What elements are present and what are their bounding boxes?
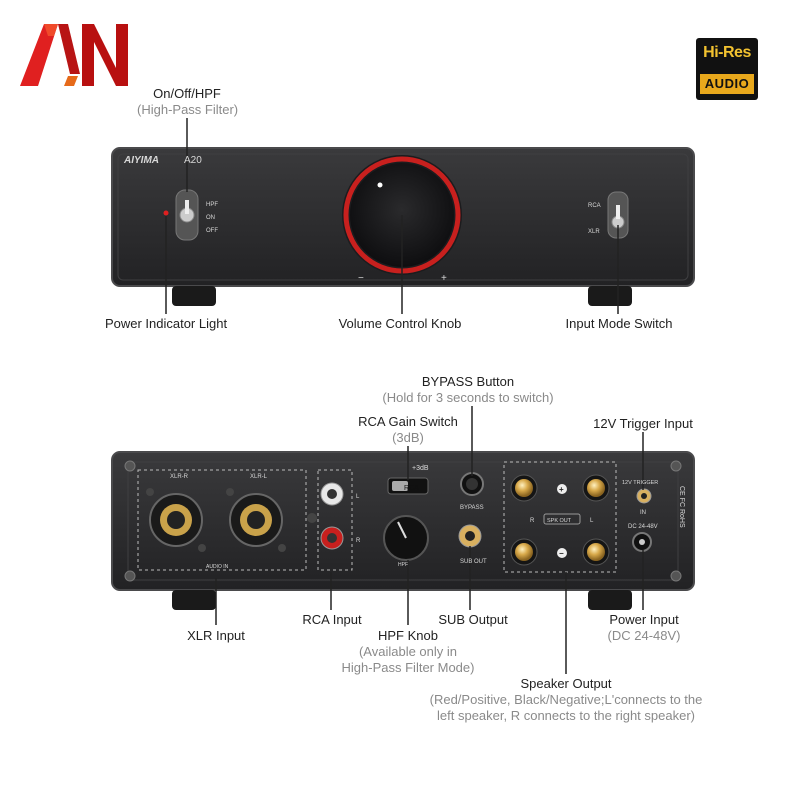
callout-sub-output-title: SUB Output [438,612,508,627]
callout-hpf-knob: HPF Knob (Available only in High-Pass Fi… [330,628,486,676]
trigger-jack[interactable] [636,488,652,504]
callout-bypass-sub: (Hold for 3 seconds to switch) [382,390,554,405]
callout-on-off-hpf-title: On/Off/HPF [153,86,221,101]
volume-control-knob[interactable] [350,163,454,267]
volume-minus-mark: − [358,273,364,284]
hpf-label: HPF [206,202,218,208]
back-panel [111,451,695,610]
on-label: ON [206,215,215,221]
off-label: OFF [206,228,218,234]
callout-power-input-title: Power Input [609,612,679,627]
callout-rca-input-title: RCA Input [302,612,362,627]
hi-res-audio-badge: Hi-Res AUDIO [696,38,758,100]
callout-speaker-output-title: Speaker Output [520,676,612,691]
spk-plus-mark: + [559,485,564,494]
trigger-panel-label: 12V TRIGGER [622,480,658,486]
cert-marks: CE FC RoHS [678,486,685,528]
callout-speaker-output-sub1: (Red/Positive, Black/Negative;L'connects… [429,692,703,707]
brand-text: AIYIMA [123,155,159,166]
callout-xlr-input-title: XLR Input [187,628,245,643]
gain-plus3db-label: +3dB [412,465,429,472]
rca-r-label: R [356,538,361,544]
speaker-post-r-negative[interactable] [510,538,538,566]
rca-l-label: L [356,494,360,500]
callout-input-mode-title: Input Mode Switch [565,316,673,331]
rca-jack-right[interactable] [320,526,344,550]
back-foot-left [172,590,216,610]
sub-out-panel-label: SUB OUT [460,559,487,565]
callout-on-off-hpf: On/Off/HPF (High-Pass Filter) [137,86,239,118]
callout-power-light: Power Indicator Light [96,316,236,332]
spk-r-label: R [530,518,535,524]
callout-bypass: BYPASS Button (Hold for 3 seconds to swi… [368,374,568,406]
rca-mode-label: RCA [588,203,601,209]
callout-rca-gain-sub: (3dB) [392,430,424,445]
input-mode-toggle-switch[interactable] [607,191,629,239]
callout-on-off-hpf-sub: (High-Pass Filter) [137,102,239,117]
callout-speaker-output-sub2: left speaker, R connects to the right sp… [437,708,695,723]
hpf-knob-panel-label: HPF [398,562,408,568]
power-indicator-led [163,210,169,216]
front-foot-left [172,286,216,306]
spk-out-label: SPK OUT [547,518,572,524]
trigger-in-label: IN [640,510,646,516]
callout-xlr-input: XLR Input [176,628,256,644]
callout-input-mode: Input Mode Switch [554,316,684,332]
callout-volume-knob: Volume Control Knob [330,316,470,332]
audio-in-label: AUDIO IN [206,564,229,570]
badge-top-text: Hi-Res [703,44,751,61]
volume-knob-bezel [342,155,462,275]
speaker-post-r-positive[interactable] [510,474,538,502]
dc-panel-label: DC 24-48V [628,524,658,530]
an-logo [20,24,128,86]
callout-rca-input: RCA Input [292,612,372,628]
volume-plus-mark: + [441,273,447,284]
spk-l-label: L [590,518,594,524]
callout-power-input-sub: (DC 24-48V) [607,628,681,643]
callout-trigger-title: 12V Trigger Input [593,416,693,431]
speaker-post-l-negative[interactable] [582,538,610,566]
callout-power-light-title: Power Indicator Light [104,316,228,331]
front-foot-right [588,286,632,306]
callout-volume-knob-title: Volume Control Knob [338,316,462,331]
bypass-panel-label: BYPASS [460,505,484,511]
callout-rca-gain-title: RCA Gain Switch [358,414,458,429]
speaker-post-l-positive[interactable] [582,474,610,502]
dc-power-jack[interactable] [632,532,652,552]
xlr-r-label: XLR-R [170,474,189,480]
xlr-mode-label: XLR [588,229,600,235]
callout-hpf-knob-sub2: High-Pass Filter Mode) [341,660,475,675]
xlr-jack-left[interactable] [229,493,283,547]
rca-jack-left[interactable] [320,482,344,506]
xlr-jack-right[interactable] [149,493,203,547]
xlr-l-label: XLR-L [250,474,268,480]
hpf-toggle-switch[interactable] [175,189,199,241]
callout-speaker-output: Speaker Output (Red/Positive, Black/Nega… [410,676,722,724]
bypass-button[interactable] [460,472,484,496]
back-foot-right [588,590,632,610]
callout-hpf-knob-title: HPF Knob [378,628,438,643]
volume-knob-ring [343,156,461,274]
callout-power-input: Power Input (DC 24-48V) [596,612,692,644]
callout-bypass-title: BYPASS Button [421,374,515,389]
model-text: A20 [184,155,202,166]
gain-rca-label: RCA [404,485,419,492]
front-panel [111,147,695,306]
hpf-knob[interactable] [383,515,429,561]
callout-rca-gain: RCA Gain Switch (3dB) [348,414,468,446]
sub-out-jack[interactable] [458,524,482,548]
rca-gain-switch[interactable] [387,477,429,495]
spk-minus-mark: − [559,549,564,558]
callout-hpf-knob-sub1: (Available only in [358,644,458,659]
callout-sub-output: SUB Output [428,612,518,628]
badge-bottom-text: AUDIO [700,74,754,94]
callout-trigger: 12V Trigger Input [584,416,702,432]
